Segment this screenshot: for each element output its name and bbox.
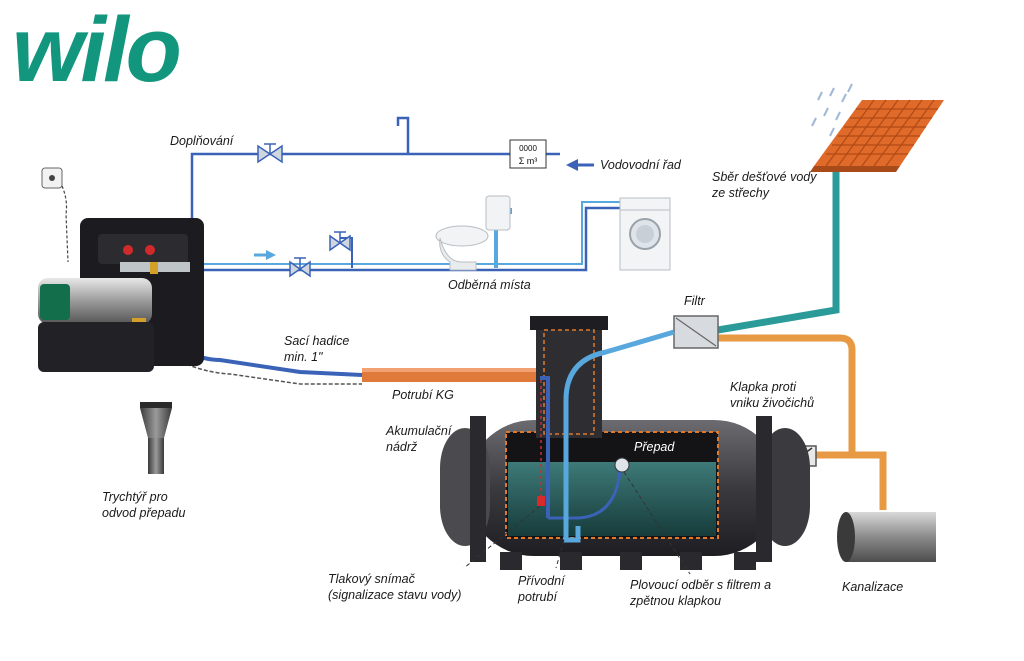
label-akumulacni-line1: Akumulační — [386, 424, 452, 438]
label-klapka-line1: Klapka proti — [730, 380, 797, 394]
label-filtr: Filtr — [684, 294, 705, 308]
label-akumulacni-line2: nádrž — [386, 440, 418, 454]
label-saci-line1: Sací hadice — [284, 334, 350, 348]
washing-machine — [619, 197, 671, 271]
consumer-valve-1 — [289, 257, 311, 278]
wilo-logo: wilo — [12, 0, 182, 101]
flow-arrow — [254, 250, 276, 260]
label-plovouci-line1: Plovoucí odběr s filtrem a — [630, 578, 772, 592]
label-kanalizace: Kanalizace — [842, 580, 904, 594]
label-vodovodni-rad: Vodovodní řad — [600, 158, 681, 172]
label-sber-line2: ze střechy — [712, 186, 769, 200]
power-socket — [41, 167, 69, 263]
rain-drops — [811, 83, 853, 137]
label-sber-line1: Sběr dešťové vody — [712, 170, 817, 184]
consumer-line — [176, 201, 620, 272]
supply-valve — [257, 143, 283, 164]
label-saci-line2: min. 1" — [284, 350, 323, 364]
overflow-funnel — [140, 402, 172, 474]
accumulation-tank — [440, 316, 810, 570]
meter-unit: Σ m³ — [519, 156, 538, 166]
inlet-pipe — [563, 329, 675, 543]
label-privodni-line1: Přívodní — [518, 574, 565, 588]
label-privodni-line2: potrubí — [518, 590, 557, 604]
rain-downpipe — [717, 172, 840, 334]
pump-unit — [38, 218, 204, 372]
toilet — [435, 195, 511, 271]
label-potrubi-kg: Potrubí KG — [392, 388, 454, 402]
sewer-pipe — [837, 512, 936, 562]
roof — [810, 99, 944, 172]
filter-box — [673, 315, 719, 349]
label-trychtyr-line2: odvod přepadu — [102, 506, 186, 520]
label-doplnovani: Doplňování — [170, 134, 234, 148]
water-meter: 0000 Σ m³ — [509, 139, 547, 169]
consumer-valve-2 — [329, 231, 351, 252]
leader-lines — [463, 471, 691, 575]
label-prepad: Přepad — [634, 440, 675, 454]
meter-counter: 0000 — [519, 144, 537, 153]
label-odberna-mista: Odběrná místa — [448, 278, 531, 292]
supply-line — [190, 116, 560, 228]
label-tlakovy-line1: Tlakový snímač — [328, 572, 415, 586]
label-tlakovy-line2: (signalizace stavu vody) — [328, 588, 462, 602]
label-klapka-line2: vniku živočichů — [730, 396, 815, 410]
label-plovouci-line2: zpětnou klapkou — [630, 594, 722, 608]
mains-arrow — [566, 159, 594, 171]
suction-pipe-inner — [540, 376, 550, 518]
label-trychtyr-line1: Trychtýř pro — [102, 490, 168, 504]
